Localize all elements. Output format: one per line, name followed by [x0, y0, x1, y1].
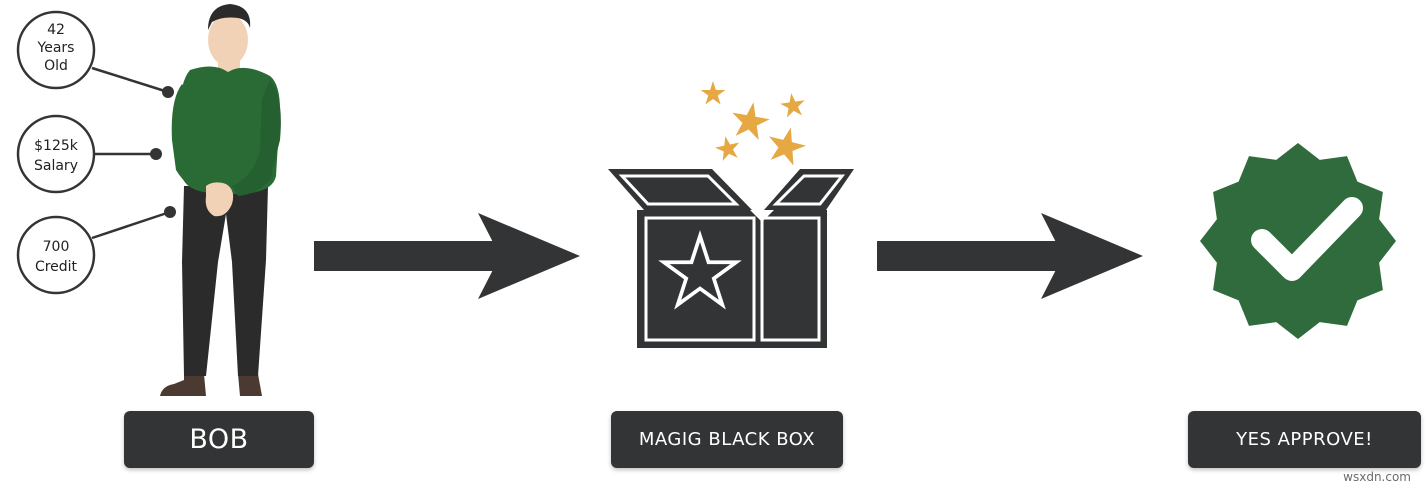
box-side-panel: [760, 216, 821, 342]
box-right-flap: [764, 169, 854, 210]
head: [208, 14, 248, 66]
box-front-panel: [644, 216, 756, 342]
person-illustration: [160, 4, 281, 396]
connector-age: [91, 66, 169, 94]
hands: [205, 182, 234, 217]
arrow-right-2: [877, 213, 1143, 299]
left-arm: [171, 84, 214, 192]
connector-dot-salary: [150, 148, 162, 160]
attribute-age-line2: Years: [37, 40, 75, 56]
box-star-inner: [669, 242, 731, 300]
connector-dot-credit: [164, 206, 176, 218]
star-icon: [732, 102, 770, 140]
label-magic-black-box: MAGIG BLACK BOX: [611, 411, 843, 468]
box-notch: [750, 210, 774, 222]
attribute-credit-line2: Credit: [35, 259, 78, 275]
trousers: [182, 186, 268, 376]
right-arm: [232, 80, 281, 196]
attribute-credit-line1: 700: [43, 239, 70, 255]
star-icon: [715, 136, 740, 161]
attribute-credit: 700 Credit: [16, 215, 96, 295]
box-body: [637, 210, 827, 348]
star-icon: [700, 81, 726, 105]
box-right-flap-outline: [772, 174, 846, 206]
magic-black-box-icon: [608, 169, 854, 348]
connector-dot-age: [162, 86, 174, 98]
watermark: wsxdn.com: [1343, 470, 1411, 484]
attribute-salary-line2: Salary: [34, 158, 78, 174]
left-shoe: [160, 374, 206, 396]
label-bob: BOB: [124, 411, 314, 468]
checkmark-icon: [1251, 197, 1363, 281]
star-icon: [769, 127, 806, 166]
star-icon: [780, 93, 805, 118]
hair: [208, 4, 251, 30]
arrow-right-1: [314, 213, 580, 299]
label-yes-approve: YES APPROVE!: [1188, 411, 1421, 468]
magic-stars: [700, 81, 806, 166]
attribute-connectors: [91, 66, 176, 240]
attribute-age: 42 Years Old: [16, 10, 96, 90]
badge-shape: [1200, 143, 1396, 339]
box-left-flap-outline: [618, 174, 740, 206]
attribute-age-line3: Old: [44, 58, 68, 74]
attribute-salary: $125k Salary: [16, 114, 96, 194]
right-shoe: [238, 374, 262, 396]
attribute-age-line1: 42: [47, 22, 65, 38]
sweater: [180, 66, 280, 195]
connector-credit: [91, 210, 171, 240]
attribute-salary-line1: $125k: [34, 138, 79, 154]
approved-badge-icon: [1200, 143, 1396, 339]
